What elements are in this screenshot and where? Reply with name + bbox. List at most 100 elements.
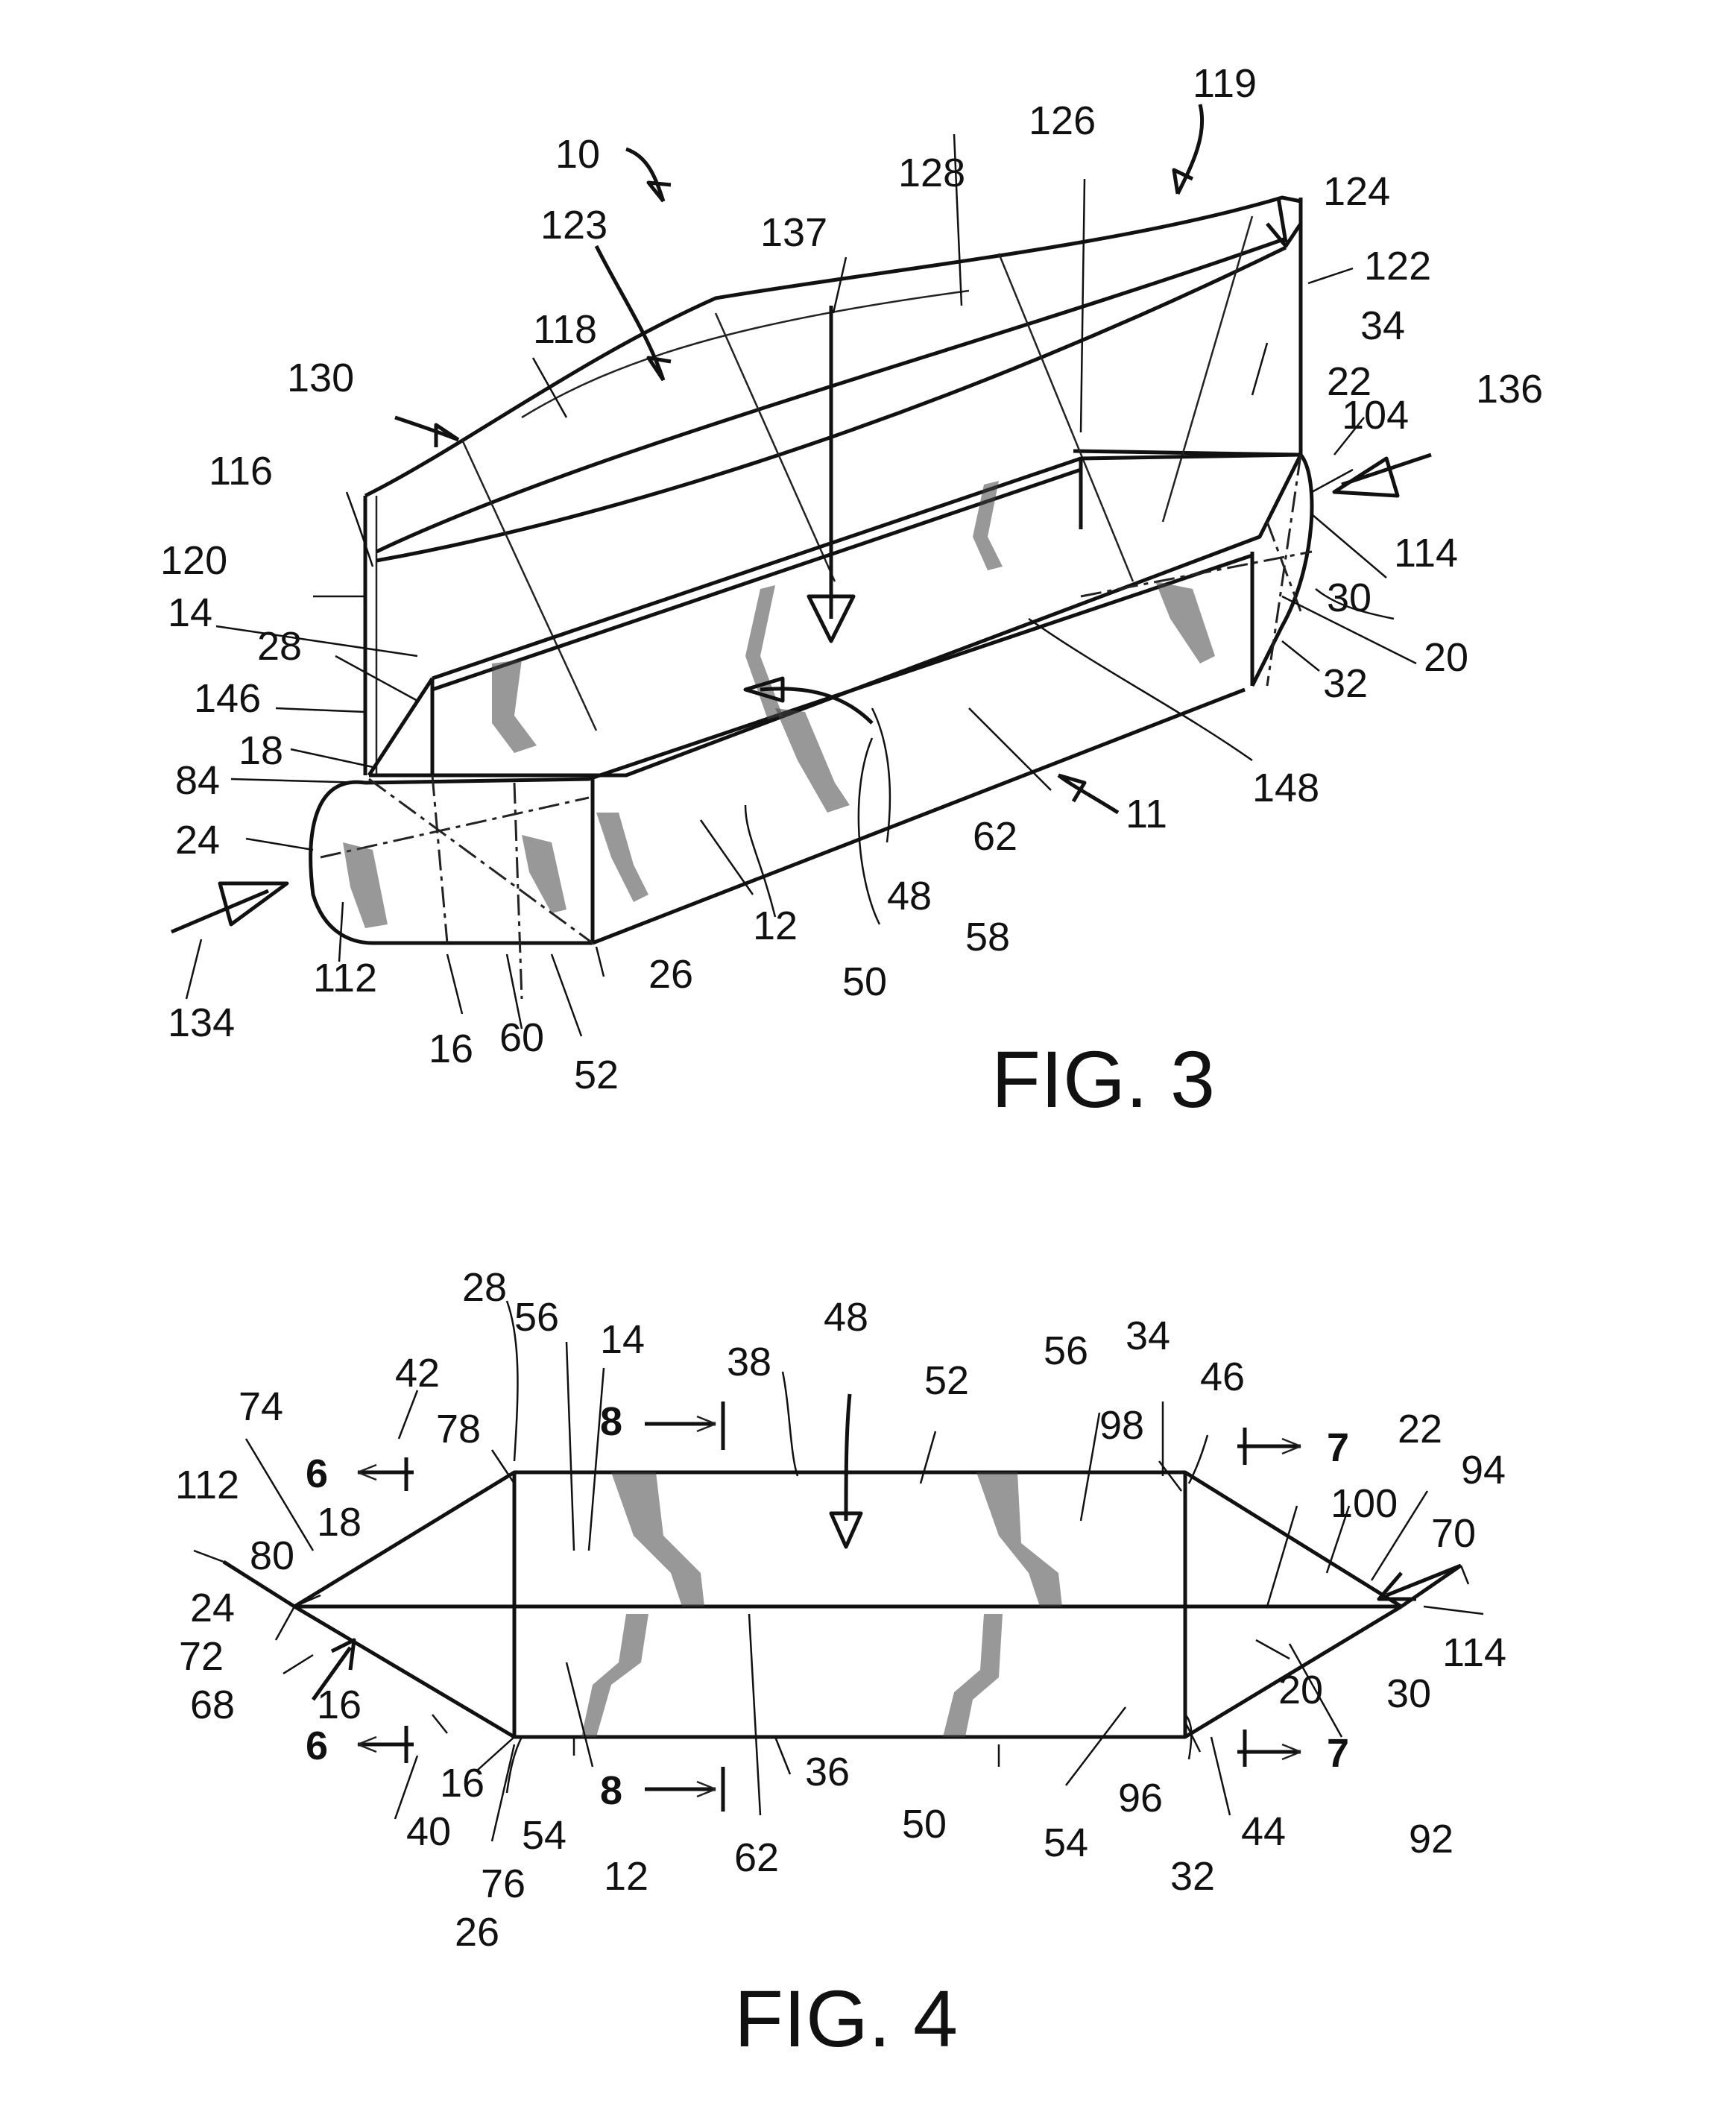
fig3-label-50: 50 (842, 959, 887, 1004)
fig4-label-20: 20 (1278, 1668, 1323, 1712)
fig3-label-58: 58 (965, 915, 1010, 959)
fig4-section-8-upper-num: 8 (600, 1399, 622, 1444)
fig3-pattern-6 (1155, 581, 1215, 663)
fig3-label-16: 16 (429, 1027, 473, 1071)
fig4-section-7-upper-num: 7 (1327, 1425, 1349, 1470)
fig4-label-112: 112 (175, 1463, 239, 1507)
fig4-label-32: 32 (1170, 1854, 1215, 1899)
fig4-label-18: 18 (317, 1500, 362, 1545)
fig4-label-34: 34 (1126, 1314, 1170, 1358)
fig3-label-118: 118 (533, 307, 597, 352)
fig4-label-48: 48 (824, 1295, 868, 1340)
fig4-section-6-upper-num: 6 (306, 1451, 328, 1496)
fig3-label-11: 11 (1126, 792, 1167, 836)
fig4-label-16-lower: 16 (440, 1761, 484, 1806)
fig4-label-16-upper: 16 (317, 1683, 362, 1727)
fig3-label-124: 124 (1323, 169, 1390, 214)
fig4-label-50: 50 (902, 1802, 947, 1847)
fig3-label-26: 26 (648, 952, 693, 997)
fig3-caption: FIG. 3 (991, 1034, 1215, 1124)
fig4-pattern-4 (943, 1614, 1003, 1737)
fig4-label-42: 42 (395, 1351, 440, 1396)
fig4-label-46: 46 (1200, 1355, 1245, 1399)
fig4-label-114: 114 (1442, 1630, 1506, 1675)
fig4-label-22: 22 (1398, 1407, 1442, 1451)
fig4-section-7-upper (1237, 1428, 1301, 1465)
fig3-label-112: 112 (313, 956, 377, 1000)
fig4-section-8-lower-num: 8 (600, 1768, 622, 1813)
fig4-label-78: 78 (436, 1407, 481, 1451)
fig4-section-6-lower-num: 6 (306, 1724, 328, 1768)
fig3-label-119: 119 (1193, 61, 1257, 106)
fig3-arrow-123 (596, 246, 671, 380)
fig3-label-126: 126 (1029, 98, 1096, 143)
fig3-pattern-5 (596, 813, 648, 902)
fig3-arrow-134-shaft (171, 891, 268, 932)
fig3-label-32: 32 (1323, 661, 1368, 706)
fig4-label-98: 98 (1099, 1403, 1144, 1448)
fig4-section-8-upper (645, 1402, 723, 1450)
fig3-labels: 10 119 126 128 124 123 137 122 118 34 13… (160, 61, 1543, 1124)
fig3-pattern-1 (492, 660, 537, 753)
fig4-label-80: 80 (250, 1533, 294, 1578)
fig3-label-134: 134 (168, 1000, 235, 1045)
fig4-label-56-right: 56 (1044, 1328, 1088, 1373)
fig4-label-36: 36 (805, 1750, 850, 1794)
fig3-label-122: 122 (1364, 244, 1431, 289)
fig4-label-30: 30 (1386, 1671, 1431, 1716)
fig3-pattern-8 (343, 842, 388, 928)
fig4-label-38: 38 (727, 1340, 771, 1384)
fig3-label-48: 48 (887, 874, 932, 918)
fig3-pattern-7 (522, 835, 566, 913)
fig3-label-128: 128 (898, 151, 965, 195)
fig3-cover-line-4 (1163, 216, 1252, 522)
fig4-label-54-right: 54 (1044, 1820, 1088, 1865)
fig3-cover-line-3 (462, 440, 596, 731)
fig4-label-14: 14 (600, 1317, 645, 1362)
fig3-cover-line-1 (716, 313, 835, 581)
fig3-arrow-124 (1267, 198, 1301, 246)
fig3-pattern-4 (775, 708, 850, 813)
fig3-label-84: 84 (175, 758, 220, 803)
fig4-label-54-left: 54 (522, 1813, 566, 1858)
fig3-label-136: 136 (1476, 367, 1543, 412)
fig4-caption: FIG. 4 (734, 1973, 958, 2063)
fig4-label-76: 76 (481, 1861, 525, 1906)
fig3-arrow-130 (395, 417, 458, 447)
fig3-label-60: 60 (499, 1015, 544, 1060)
fig3-label-137: 137 (760, 210, 827, 255)
fig4-section-6-lower (358, 1726, 414, 1763)
fig3-hidden-left-a (432, 775, 447, 943)
fig3-label-30: 30 (1327, 576, 1372, 620)
fig4-label-100: 100 (1331, 1481, 1398, 1526)
fig4-label-44: 44 (1241, 1809, 1286, 1854)
fig4-label-56-left: 56 (514, 1295, 559, 1340)
fig3-label-120: 120 (160, 538, 227, 583)
fig3-cover-line-2 (999, 253, 1133, 581)
fig3-label-148: 148 (1252, 766, 1319, 810)
fig3-arrow-11 (1058, 775, 1118, 813)
fig4-section-8-lower (645, 1767, 723, 1812)
fig4-label-24: 24 (190, 1586, 235, 1630)
fig4-pattern-3 (581, 1614, 648, 1737)
fig3-label-52: 52 (574, 1053, 619, 1097)
fig3-label-14: 14 (168, 590, 212, 635)
fig4-label-94: 94 (1461, 1448, 1506, 1492)
fig3-label-123: 123 (540, 203, 607, 247)
fig4-pattern-1 (611, 1472, 704, 1607)
fig4-label-96: 96 (1118, 1776, 1163, 1820)
fig3-label-18: 18 (239, 728, 283, 773)
fig4-label-28: 28 (462, 1265, 507, 1310)
fig4-section-6-upper (358, 1457, 414, 1491)
fig4-label-70: 70 (1431, 1511, 1476, 1556)
fig4-label-68: 68 (190, 1683, 235, 1727)
fig4-section-7-lower-num: 7 (1327, 1731, 1349, 1776)
fig3-label-116: 116 (209, 449, 273, 494)
fig4-outline-bottom (294, 1607, 1401, 1737)
fig3-label-104: 104 (1342, 393, 1409, 438)
fig3-label-24: 24 (175, 818, 220, 863)
fig3-arrow-10 (626, 149, 671, 201)
fig4-label-12: 12 (604, 1854, 648, 1899)
fig3-label-146: 146 (194, 676, 261, 721)
fig3-label-12: 12 (753, 904, 798, 948)
